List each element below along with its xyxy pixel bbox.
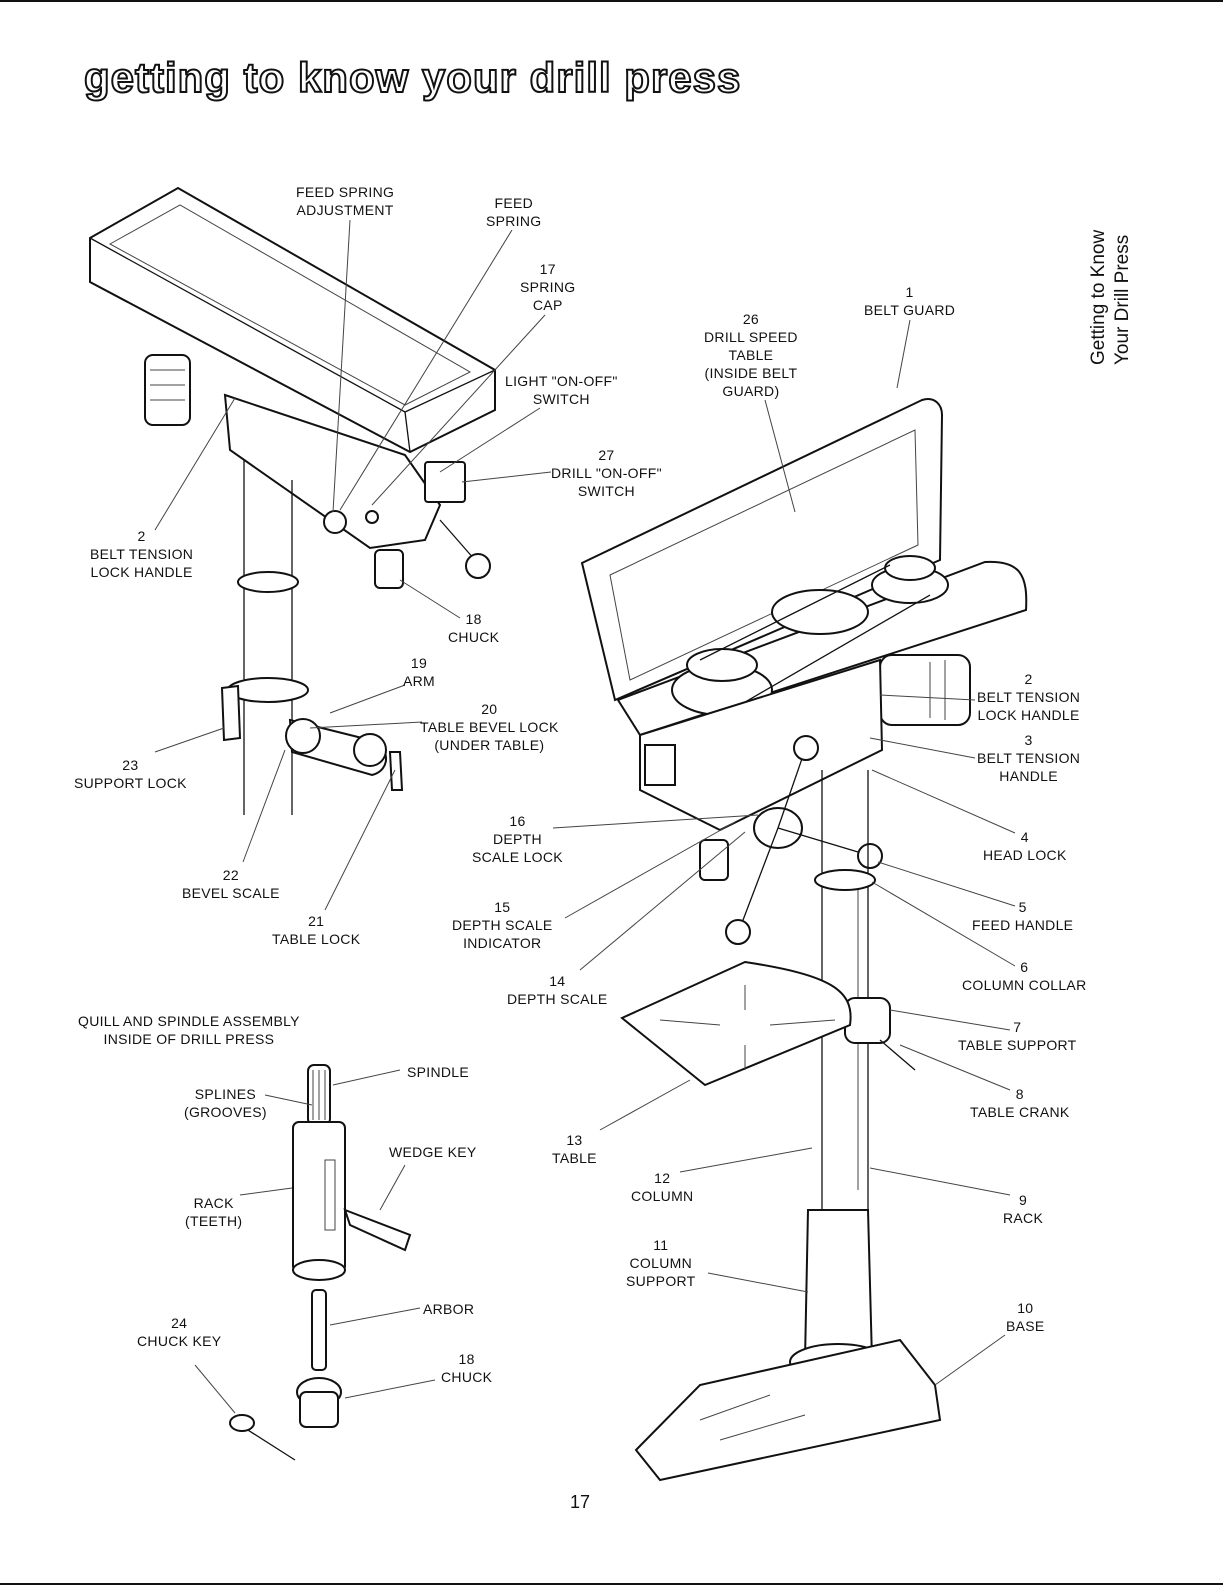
callout-arm: 19 ARM <box>403 655 436 689</box>
callout-depth-scale: 14 DEPTH SCALE <box>507 973 608 1007</box>
callout-column-support: 11 COLUMN SUPPORT <box>626 1237 696 1289</box>
callout-belt-tension-lock-handle-right: 2 BELT TENSION LOCK HANDLE <box>977 671 1081 723</box>
callout-chuck-top: 18 CHUCK <box>448 611 500 645</box>
callout-wedge-key: WEDGE KEY <box>389 1144 477 1160</box>
callout-spindle: SPINDLE <box>407 1064 470 1080</box>
callout-feed-spring-adjustment: FEED SPRING ADJUSTMENT <box>296 184 395 218</box>
callout-table-bevel-lock: 20 TABLE BEVEL LOCK (UNDER TABLE) <box>420 701 559 753</box>
callout-splines: SPLINES (GROOVES) <box>184 1086 267 1120</box>
callout-drill-speed-table: 26 DRILL SPEED TABLE (INSIDE BELT GUARD) <box>704 311 798 399</box>
callout-light-switch: LIGHT "ON-OFF" SWITCH <box>505 373 618 407</box>
callout-support-lock: 23 SUPPORT LOCK <box>74 757 187 791</box>
bottom-rule <box>0 1583 1223 1585</box>
page-title: getting to know your drill press <box>83 53 742 102</box>
callout-arbor: ARBOR <box>423 1301 475 1317</box>
callout-spring-cap: 17 SPRING CAP <box>520 261 576 313</box>
callout-rack: 9 RACK <box>1003 1192 1044 1226</box>
callout-table-support: 7 TABLE SUPPORT <box>958 1019 1077 1053</box>
callout-chuck-key: 24 CHUCK KEY <box>137 1315 222 1349</box>
callout-belt-guard: 1 BELT GUARD <box>864 284 956 318</box>
callout-belt-tension-handle: 3 BELT TENSION HANDLE <box>977 732 1081 784</box>
callout-quill-spindle-assembly: QUILL AND SPINDLE ASSEMBLY INSIDE OF DRI… <box>78 1013 300 1047</box>
top-rule <box>0 0 1223 2</box>
callout-table-crank: 8 TABLE CRANK <box>970 1086 1070 1120</box>
left-drill-press-drawing <box>89 186 496 815</box>
callout-column-collar: 6 COLUMN COLLAR <box>962 959 1087 993</box>
page-number: 17 <box>570 1492 591 1512</box>
leader-lines <box>154 219 1016 1414</box>
callout-depth-scale-indicator: 15 DEPTH SCALE INDICATOR <box>452 899 553 951</box>
callout-belt-tension-lock-handle-left: 2 BELT TENSION LOCK HANDLE <box>90 528 194 580</box>
callout-column: 12 COLUMN <box>631 1170 694 1204</box>
callout-head-lock: 4 HEAD LOCK <box>983 829 1067 863</box>
callout-depth-scale-lock: 16 DEPTH SCALE LOCK <box>472 813 563 865</box>
callout-drill-switch: 27 DRILL "ON-OFF" SWITCH <box>551 447 662 499</box>
callout-feed-handle: 5 FEED HANDLE <box>972 899 1074 933</box>
right-drill-press-drawing <box>580 398 1028 1482</box>
callout-table-lock: 21 TABLE LOCK <box>272 913 361 947</box>
callout-base: 10 BASE <box>1006 1300 1045 1334</box>
callout-rack-teeth: RACK (TEETH) <box>185 1195 243 1229</box>
callout-feed-spring: FEED SPRING <box>486 195 542 229</box>
callout-bevel-scale: 22 BEVEL SCALE <box>182 867 280 901</box>
callout-chuck-bottom: 18 CHUCK <box>441 1351 493 1385</box>
callout-table: 13 TABLE <box>552 1132 597 1166</box>
quill-assembly-drawing <box>229 1064 412 1461</box>
